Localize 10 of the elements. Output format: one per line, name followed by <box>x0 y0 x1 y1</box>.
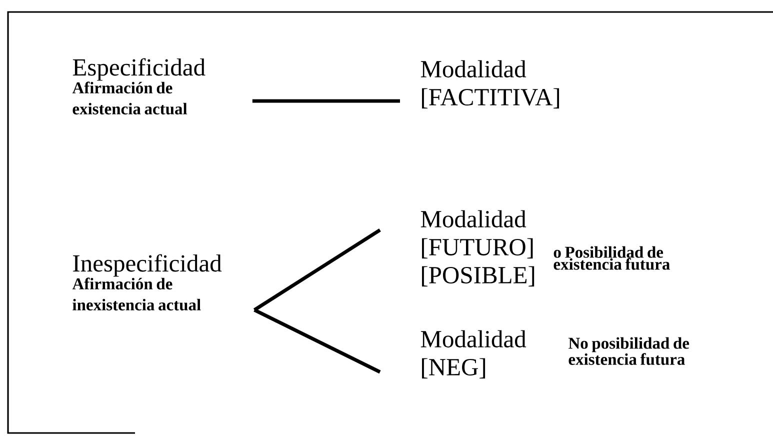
connector-line <box>254 308 381 374</box>
text-label: Modalidad [NEG] <box>420 330 526 378</box>
text-label: Especificidad Afirmación de existencia actual <box>72 58 206 114</box>
connector-line <box>253 228 381 312</box>
text-label: Inespecificidad Afirmación de inexistencia actual <box>72 254 222 310</box>
note-text: No posibilidad de existencia futura <box>568 337 690 365</box>
note-text: o Posibilidad de existencia futura <box>554 246 670 270</box>
connector-line <box>252 99 400 103</box>
text-label: Modalidad [FUTURO] [POSIBLE] <box>420 210 534 286</box>
text-label: Modalidad [FACTITIVA] <box>420 60 560 108</box>
